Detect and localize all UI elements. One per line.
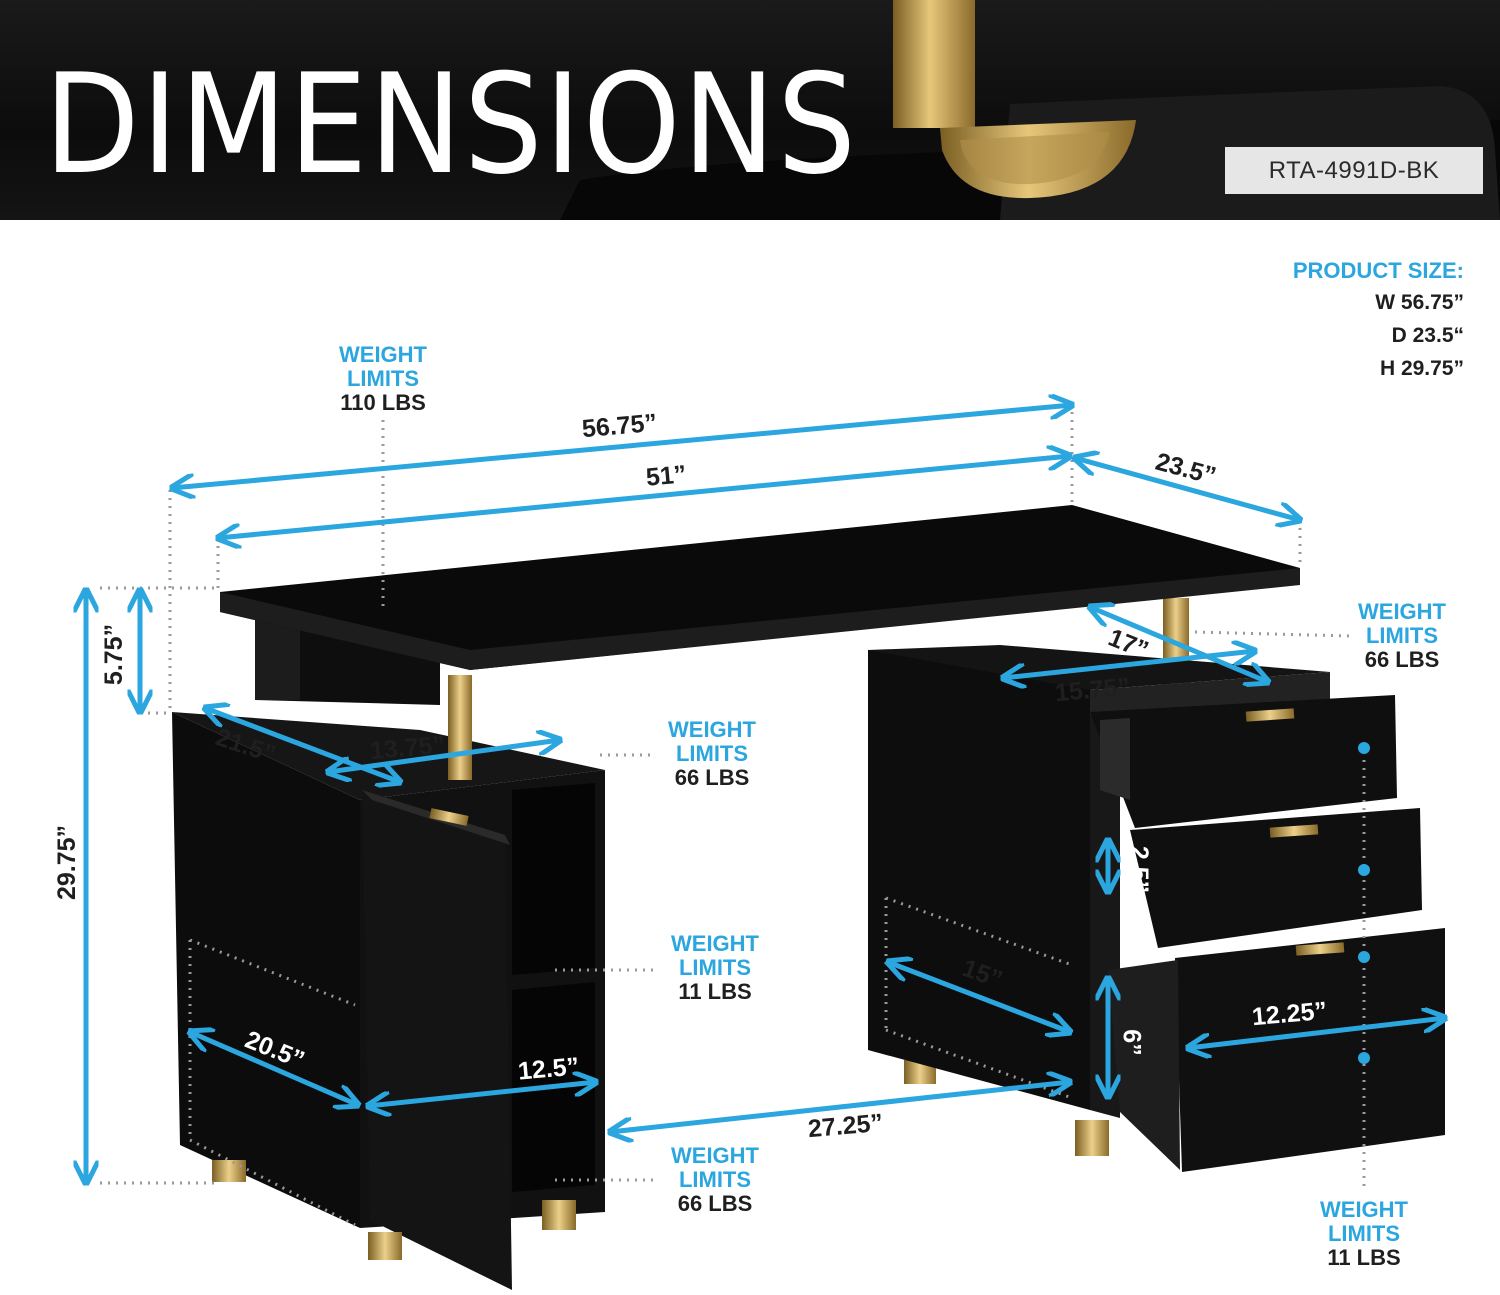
arrow-cabinet-side [888,962,1070,1032]
weight-limit-left-top: WEIGHT LIMITS 66 LBS [668,717,756,790]
arrow-inner-width [218,456,1070,538]
product-size-width: W 56.75” [1375,291,1464,314]
product-size-title: PRODUCT SIZE: [1292,258,1464,283]
weight-limit-drawers: WEIGHT LIMITS 11 LBS [1320,1197,1408,1270]
label-left-shelf-width: 12.5” [516,1052,581,1086]
arrow-drawer-width [1188,1018,1445,1048]
arrow-left-cabinet-depth [190,1032,358,1105]
dimension-arrows [86,405,1445,1183]
arrow-knee-space [610,1082,1070,1132]
arrow-right-shelf-width [1003,651,1255,678]
product-size-block: PRODUCT SIZE: W 56.75” D 23.5“ H 29.75” [1293,256,1464,385]
model-number-badge: RTA-4991D-BK [1225,147,1483,194]
label-drawer-height-small: 2.5” [1125,845,1154,894]
weight-limit-left-bottom: WEIGHT LIMITS 66 LBS [671,1143,759,1216]
weight-limit-right-shelf: WEIGHT LIMITS 66 LBS [1358,599,1446,672]
header-banner: DIMENSIONS RTA-4991D-BK [0,0,1500,220]
desk-illustration [172,505,1445,1290]
arrow-left-shelf-width [368,1082,596,1106]
arrow-left-shelf-depth [328,740,560,772]
weight-limit-left-mid: WEIGHT LIMITS 11 LBS [671,931,759,1004]
label-drawer-height-large: 6” [1117,1029,1146,1056]
page-title: DIMENSIONS [44,44,858,205]
product-size-depth: D 23.5“ [1391,324,1464,347]
label-total-height: 29.75” [53,824,82,901]
label-riser-height: 5.75” [100,623,129,686]
weight-limit-top: WEIGHT LIMITS 110 LBS [339,342,427,415]
product-size-height: H 29.75” [1379,357,1464,380]
label-inner-width: 51” [644,460,688,492]
arrow-depth [1075,458,1300,520]
